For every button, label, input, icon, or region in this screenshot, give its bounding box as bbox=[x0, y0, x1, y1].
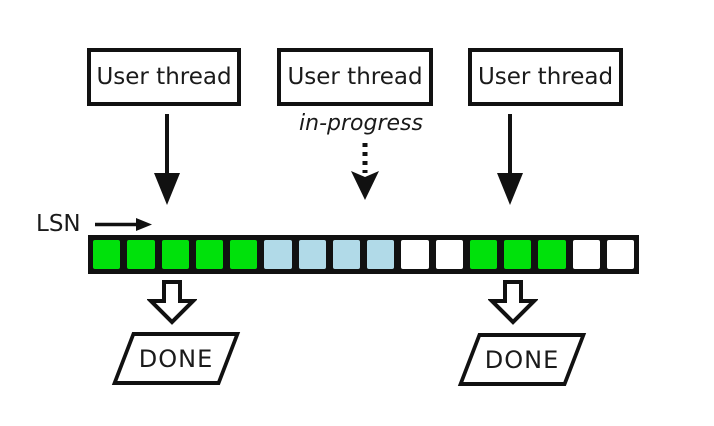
log-slot-white bbox=[572, 240, 600, 269]
dotted-down-arrow-icon bbox=[351, 143, 379, 200]
log-slot-green bbox=[161, 240, 189, 269]
hollow-down-arrow-icon bbox=[147, 280, 197, 325]
done-shape-2: DONE bbox=[457, 333, 587, 386]
user-thread-box-2: User thread bbox=[277, 48, 433, 106]
log-slot-blue bbox=[264, 240, 292, 269]
user-thread-box-3: User thread bbox=[468, 48, 623, 106]
done-label: DONE bbox=[484, 345, 560, 374]
log-slot-white bbox=[435, 240, 463, 269]
log-slot-white bbox=[606, 240, 634, 269]
user-thread-box-1: User thread bbox=[87, 48, 241, 106]
down-arrow-icon bbox=[497, 114, 523, 205]
done-shape-1: DONE bbox=[111, 332, 241, 385]
log-slot-green bbox=[538, 240, 566, 269]
log-slot-blue bbox=[367, 240, 395, 269]
log-slot-green bbox=[230, 240, 258, 269]
log-slot-green bbox=[504, 240, 532, 269]
log-slot-green bbox=[469, 240, 497, 269]
lsn-direction-arrow-icon bbox=[95, 218, 152, 231]
log-slot-blue bbox=[332, 240, 360, 269]
log-slot-white bbox=[401, 240, 429, 269]
down-arrow-icon bbox=[154, 114, 180, 205]
done-label: DONE bbox=[138, 344, 214, 373]
log-slot-green bbox=[127, 240, 155, 269]
lsn-bar bbox=[88, 235, 639, 274]
log-slot-blue bbox=[298, 240, 326, 269]
user-thread-label: User thread bbox=[287, 64, 423, 90]
log-slot-green bbox=[93, 240, 121, 269]
user-thread-label: User thread bbox=[96, 64, 232, 90]
hollow-down-arrow-icon bbox=[488, 280, 538, 325]
lsn-label: LSN bbox=[36, 211, 81, 237]
log-slot-green bbox=[195, 240, 223, 269]
user-thread-label: User thread bbox=[477, 64, 614, 90]
in-progress-note: in-progress bbox=[299, 111, 423, 136]
